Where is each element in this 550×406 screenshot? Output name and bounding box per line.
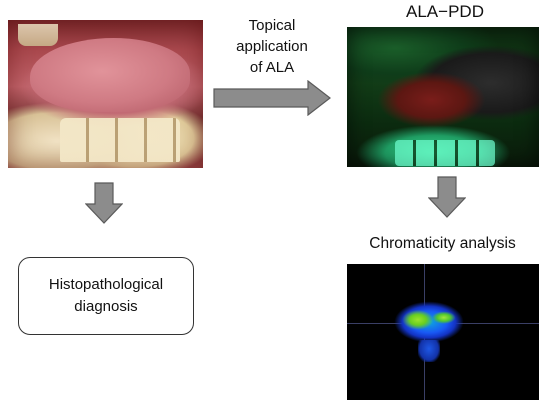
- upper-teeth: [18, 24, 58, 46]
- topical-application-label: Topical application of ALA: [212, 15, 332, 78]
- tongue-region: [30, 38, 190, 112]
- down-arrow-left: [85, 182, 123, 224]
- topical-line-3: of ALA: [249, 59, 295, 76]
- lower-teeth: [60, 118, 180, 162]
- down-arrow-right: [428, 176, 466, 218]
- histo-line-2: diagnosis: [74, 298, 138, 315]
- topical-line-2: application: [236, 38, 308, 55]
- chromaticity-analysis-title: Chromaticity analysis: [369, 235, 516, 252]
- pdd-teeth-fluorescence: [395, 140, 495, 166]
- heatmap-fluorescence-blob: [392, 300, 466, 344]
- right-arrow: [212, 80, 332, 116]
- pdd-title: ALA−PDD: [406, 2, 484, 21]
- histopathological-diagnosis-box: Histopathological diagnosis: [18, 257, 194, 335]
- topical-line-1: Topical: [248, 17, 296, 34]
- heatmap-blob-tail: [418, 340, 440, 362]
- histo-line-1: Histopathological: [48, 276, 164, 293]
